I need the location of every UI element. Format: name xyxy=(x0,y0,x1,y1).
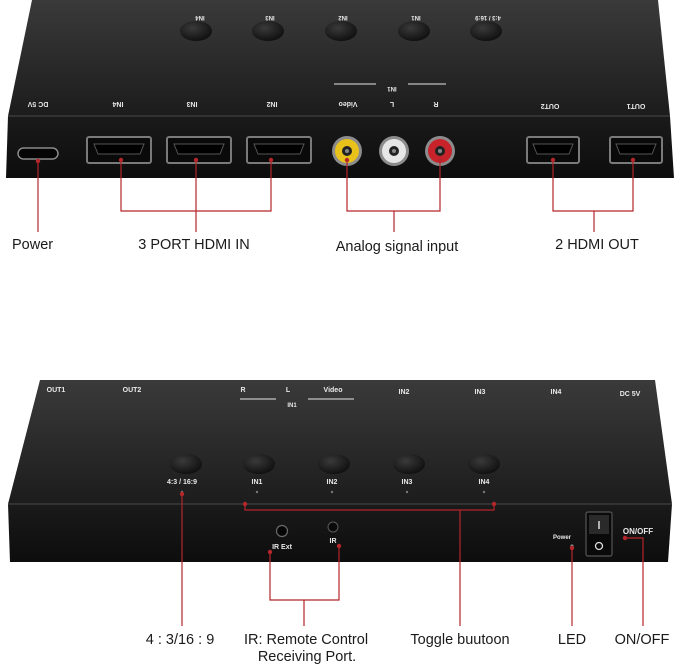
btn-label-in2: IN2 xyxy=(327,479,338,486)
top-label-l: L xyxy=(389,100,394,107)
hdmi-out2-port[interactable] xyxy=(526,136,580,164)
bottom-label-video: Video xyxy=(324,387,343,394)
top-label-video: Video xyxy=(339,100,358,107)
switch-label: ON/OFF xyxy=(623,527,653,536)
caption-led: LED xyxy=(557,632,587,648)
caption-onoff: ON/OFF xyxy=(614,632,670,648)
bottom-callout-lines xyxy=(181,492,644,626)
btn-label-in1: IN1 xyxy=(252,479,263,486)
top-btn-label-in1: IN1 xyxy=(411,14,421,20)
top-device-ports xyxy=(17,136,663,166)
ir-ext-jack[interactable] xyxy=(275,524,289,538)
top-label-out2: OUT2 xyxy=(541,102,560,109)
hdmi-out1-port[interactable] xyxy=(609,136,663,164)
top-device-buttons: IN4 IN3 IN2 IN1 4:3 / 16:9 xyxy=(180,14,502,41)
bottom-label-out2: OUT2 xyxy=(123,387,142,394)
bottom-device-buttons: 4:3 / 16:9 IN1 IN2 IN3 IN4 xyxy=(167,454,500,494)
caption-toggle: Toggle buutoon xyxy=(410,632,510,648)
top-btn-in2[interactable] xyxy=(325,21,357,41)
btn-label-in3: IN3 xyxy=(402,479,413,486)
top-device-port-labels: DC 5V IN4 IN3 IN2 IN1 Video L R OUT2 OUT… xyxy=(27,83,646,109)
caption-hdmi-out: 2 HDMI OUT xyxy=(555,237,639,253)
top-btn-label-aspect: 4:3 / 16:9 xyxy=(474,14,500,20)
bottom-label-in2: IN2 xyxy=(399,389,410,396)
ir-ext-label: IR Ext xyxy=(272,544,293,551)
top-callout-lines xyxy=(37,160,634,232)
top-label-in1-group: IN1 xyxy=(387,85,397,91)
rca-right-port[interactable] xyxy=(425,136,455,166)
hdmi-in3-port[interactable] xyxy=(166,136,232,164)
top-btn-label-in2: IN2 xyxy=(338,14,348,20)
caption-hdmi-in: 3 PORT HDMI IN xyxy=(138,237,250,253)
top-label-in4: IN4 xyxy=(112,100,123,107)
caption-analog-input: Analog signal input xyxy=(335,239,459,255)
btn-label-in4: IN4 xyxy=(479,479,490,486)
bottom-label-in4: IN4 xyxy=(551,389,562,396)
top-device: IN4 IN3 IN2 IN1 4:3 / 16:9 DC 5V IN4 IN3… xyxy=(6,0,674,178)
bottom-device: OUT1 OUT2 R L Video IN1 IN2 IN3 IN4 DC 5… xyxy=(8,380,672,562)
bottom-label-r: R xyxy=(240,387,245,394)
power-led-label: Power xyxy=(553,535,572,541)
btn-label-aspect: 4:3 / 16:9 xyxy=(167,479,197,486)
top-btn-aspect[interactable] xyxy=(470,21,502,41)
btn-aspect[interactable] xyxy=(170,454,202,474)
ir-receiver xyxy=(327,521,339,533)
rca-left-port[interactable] xyxy=(379,136,409,166)
top-btn-label-in3: IN3 xyxy=(265,14,275,20)
bottom-label-dc: DC 5V xyxy=(620,391,641,398)
caption-ir-line1: IR: Remote Control xyxy=(243,632,369,648)
top-label-r: R xyxy=(433,100,438,107)
bottom-device-front-panel xyxy=(8,504,672,562)
btn-in4[interactable] xyxy=(468,454,500,474)
hdmi-in4-port[interactable] xyxy=(86,136,152,164)
bottom-label-in1-group: IN1 xyxy=(287,403,297,409)
bottom-device-top-labels: OUT1 OUT2 R L Video IN1 IN2 IN3 IN4 DC 5… xyxy=(47,387,641,409)
top-callout-dots xyxy=(35,157,636,164)
bottom-callout-dots xyxy=(179,491,628,555)
caption-aspect: 4 : 3/16 : 9 xyxy=(145,632,215,648)
top-btn-in3[interactable] xyxy=(252,21,284,41)
bottom-label-out1: OUT1 xyxy=(47,387,66,394)
power-switch[interactable] xyxy=(585,511,613,557)
btn-in2[interactable] xyxy=(318,454,350,474)
top-label-in2: IN2 xyxy=(266,100,277,107)
btn-in1[interactable] xyxy=(243,454,275,474)
caption-power: Power xyxy=(12,237,54,253)
ir-label: IR xyxy=(330,538,337,545)
caption-ir-line2: Receiving Port. xyxy=(257,649,357,665)
bottom-label-l: L xyxy=(286,387,291,394)
btn-in3[interactable] xyxy=(393,454,425,474)
top-device-top-face xyxy=(8,0,670,116)
bottom-device-front-ports: IR Ext IR Power ON/OFF xyxy=(272,511,653,557)
hdmi-in2-port[interactable] xyxy=(246,136,312,164)
bottom-device-top-face xyxy=(8,380,672,504)
top-btn-label-in4: IN4 xyxy=(195,14,205,20)
top-btn-in4[interactable] xyxy=(180,21,212,41)
top-label-in3: IN3 xyxy=(186,100,197,107)
top-label-out1: OUT1 xyxy=(627,102,646,109)
dc-port[interactable] xyxy=(17,147,59,160)
bottom-label-in3: IN3 xyxy=(475,389,486,396)
top-btn-in1[interactable] xyxy=(398,21,430,41)
rca-video-port[interactable] xyxy=(332,136,362,166)
top-label-dc: DC 5V xyxy=(27,100,48,107)
